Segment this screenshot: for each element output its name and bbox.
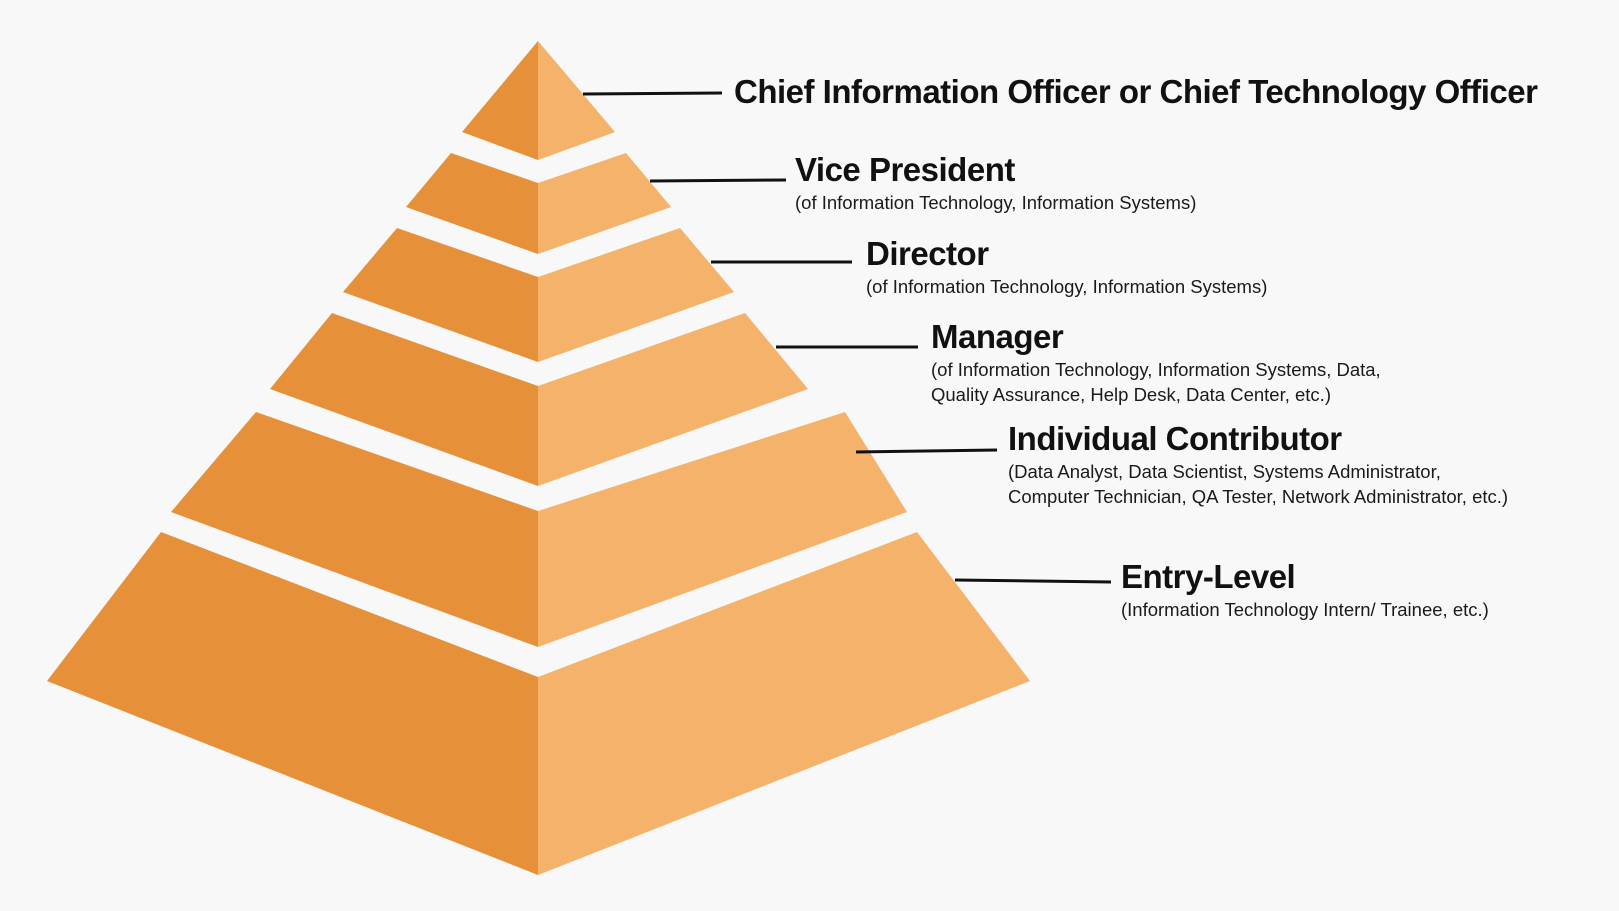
- tier-title: Vice President: [795, 151, 1015, 188]
- tier-label-vice-president: Vice President (of Information Technolog…: [795, 150, 1196, 215]
- leader-line-individual-contributor: [855, 448, 998, 454]
- tier-label-individual-contributor: Individual Contributor (Data Analyst, Da…: [1008, 419, 1508, 509]
- pyramid-tier-manager-left-face: [270, 313, 538, 486]
- tier-label-entry-level: Entry-Level (Information Technology Inte…: [1121, 557, 1489, 622]
- pyramid-tier-individual-contributor-left-face: [171, 412, 538, 647]
- tier-subtitle: Computer Technician, QA Tester, Network …: [1008, 486, 1509, 507]
- pyramid-tier-individual-contributor-right-face: [538, 412, 907, 647]
- leader-line-entry-level: [954, 578, 1112, 584]
- pyramid-tier-entry-level-right-face: [538, 532, 1030, 875]
- tier-subtitle: (of Information Technology, Information …: [866, 276, 1268, 297]
- tier-title: Director: [866, 235, 989, 272]
- pyramid-tier-vice-president-left-face: [406, 153, 538, 254]
- tier-title: Individual Contributor: [1008, 420, 1342, 457]
- pyramid-tier-cio-cto-right-face: [538, 41, 615, 160]
- pyramid-tier-director-left-face: [343, 228, 538, 362]
- tier-subtitle: (of Information Technology, Information …: [931, 359, 1381, 380]
- tier-label-cio-cto: Chief Information Officer or Chief Techn…: [734, 72, 1538, 112]
- tier-subtitle: Quality Assurance, Help Desk, Data Cente…: [931, 384, 1331, 405]
- tier-title: Chief Information Officer or Chief Techn…: [734, 73, 1538, 110]
- tier-subtitle: (of Information Technology, Information …: [795, 192, 1197, 213]
- pyramid-tier-entry-level-left-face: [47, 532, 538, 875]
- tier-title: Manager: [931, 318, 1064, 355]
- tier-subtitle: (Data Analyst, Data Scientist, Systems A…: [1008, 461, 1441, 482]
- tier-label-manager: Manager (of Information Technology, Info…: [931, 317, 1381, 407]
- tier-label-director: Director (of Information Technology, Inf…: [866, 234, 1267, 299]
- tier-subtitle: (Information Technology Intern/ Trainee,…: [1121, 599, 1489, 620]
- pyramid-tier-cio-cto-left-face: [462, 41, 538, 160]
- leader-line-vice-president: [649, 178, 787, 183]
- leader-line-cio-cto: [582, 91, 723, 96]
- tier-title: Entry-Level: [1121, 558, 1296, 595]
- pyramid-tier-vice-president-right-face: [538, 153, 671, 254]
- pyramid-tier-director-right-face: [538, 228, 734, 362]
- pyramid-tier-manager-right-face: [538, 313, 808, 486]
